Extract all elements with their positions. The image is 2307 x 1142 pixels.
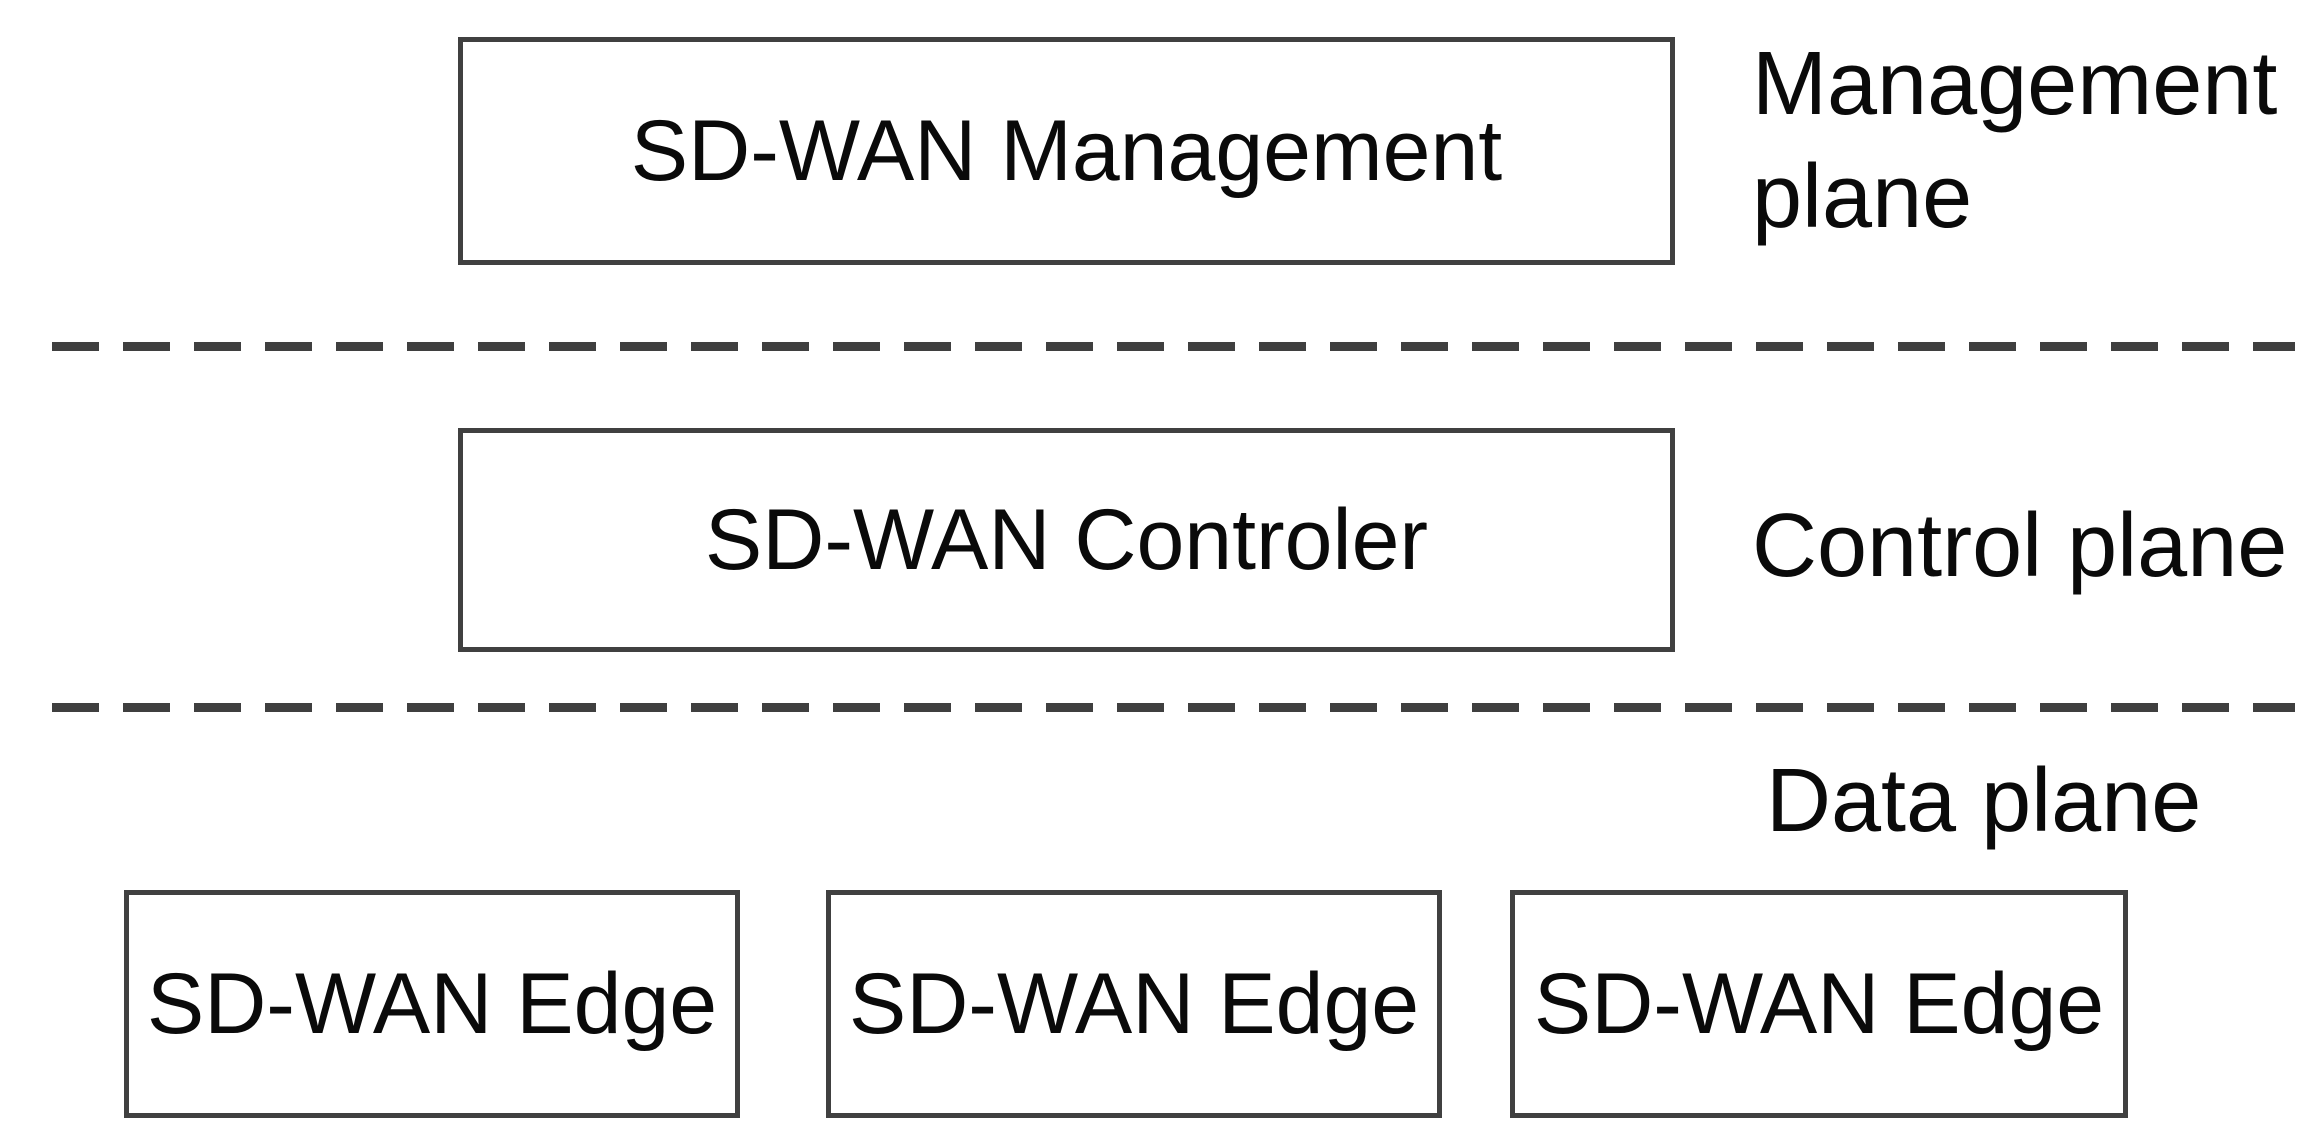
control-plane-label: Control plane xyxy=(1752,496,2288,596)
edge-box-2-label: SD-WAN Edge xyxy=(848,956,1420,1052)
control-data-divider xyxy=(52,703,2295,712)
edge-box-3: SD-WAN Edge xyxy=(1510,890,2128,1118)
management-control-divider xyxy=(52,342,2295,351)
management-plane-label: Management plane xyxy=(1752,34,2278,247)
management-box-label: SD-WAN Management xyxy=(630,103,1503,199)
management-box: SD-WAN Management xyxy=(458,37,1675,265)
edge-box-1-label: SD-WAN Edge xyxy=(146,956,718,1052)
controller-box-label: SD-WAN Controler xyxy=(704,492,1429,588)
edge-box-1: SD-WAN Edge xyxy=(124,890,740,1118)
edge-box-3-label: SD-WAN Edge xyxy=(1533,956,2105,1052)
data-plane-label: Data plane xyxy=(1766,751,2202,851)
edge-box-2: SD-WAN Edge xyxy=(826,890,1442,1118)
controller-box: SD-WAN Controler xyxy=(458,428,1675,652)
